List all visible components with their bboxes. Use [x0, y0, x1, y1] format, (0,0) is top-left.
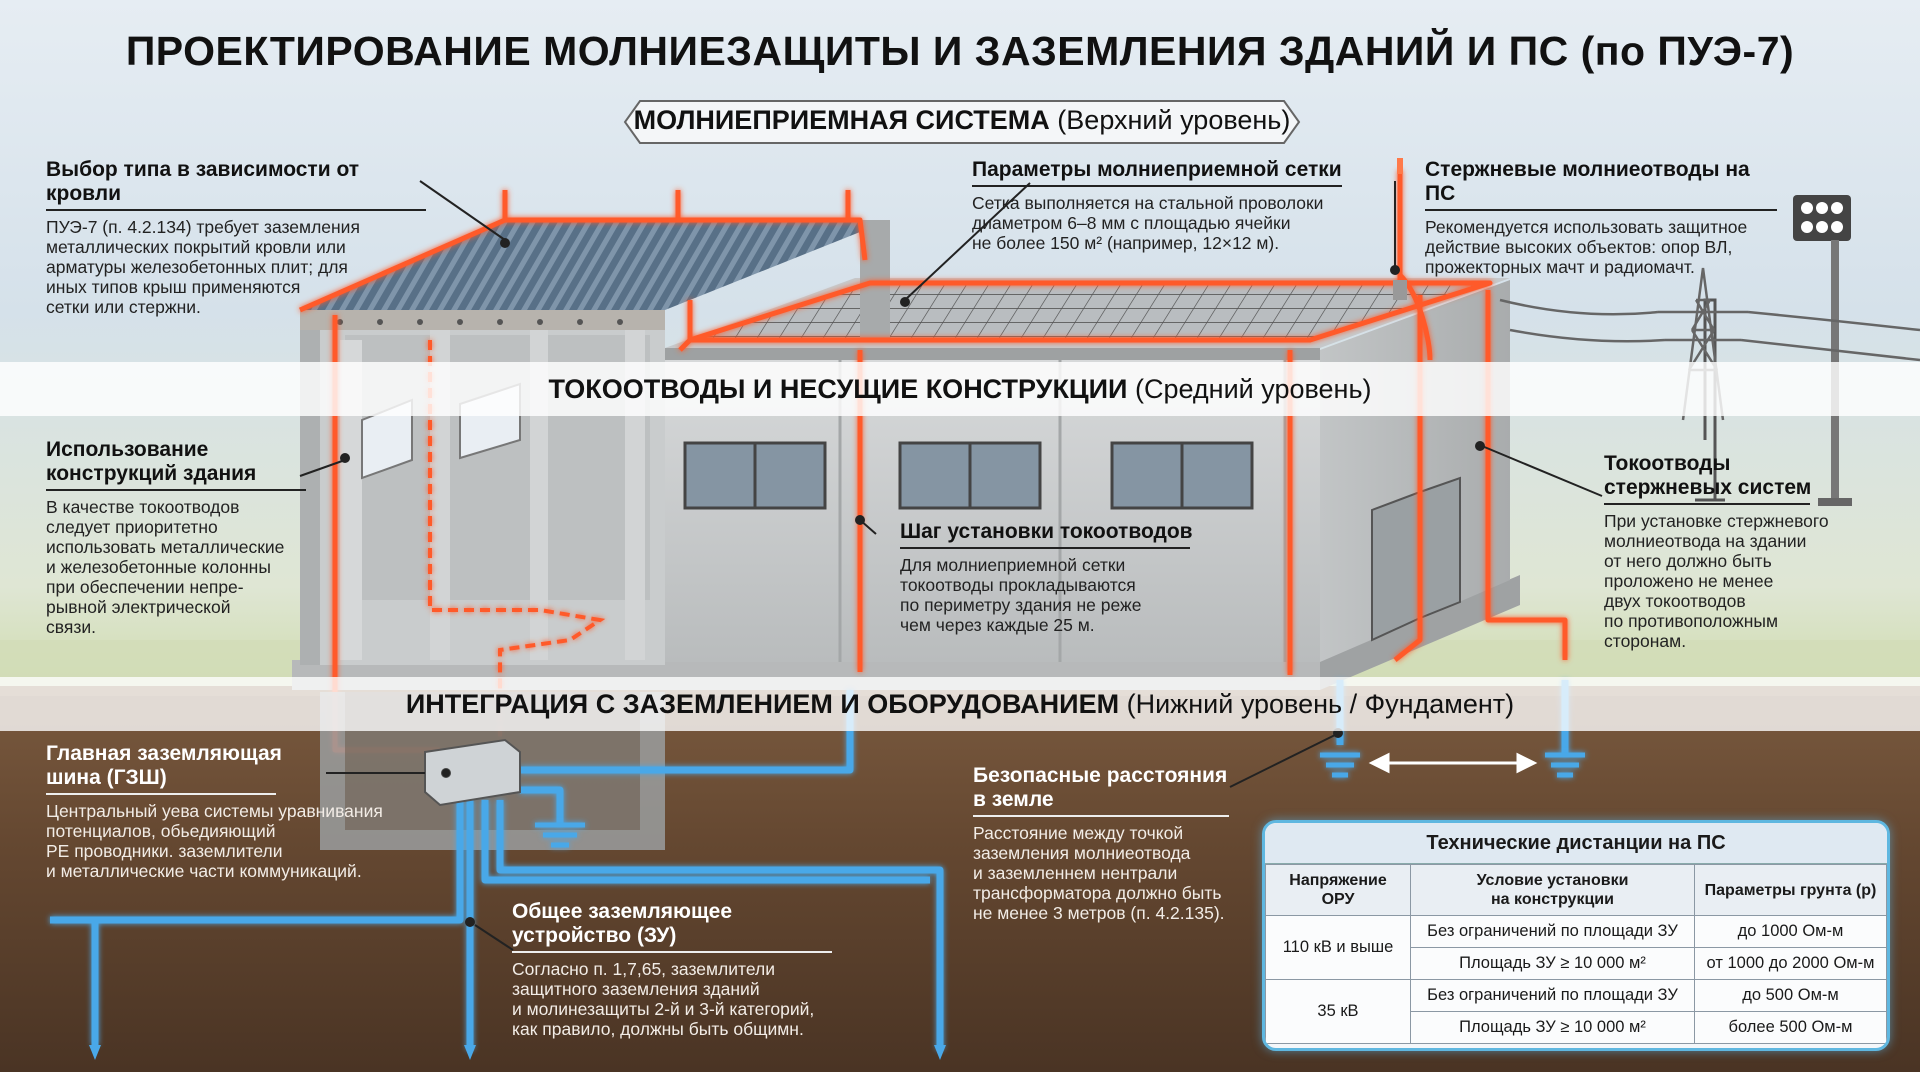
- bottom-level-banner: ИНТЕГРАЦИЯ С ЗАЗЕМЛЕНИЕМ И ОБОРУДОВАНИЕМ…: [0, 689, 1920, 720]
- col-header-soil: Параметры грунта (р): [1694, 864, 1887, 916]
- cell-voltage: 110 кВ и выше: [1265, 915, 1411, 980]
- col-header-voltage: Напряжение ОРУ: [1265, 864, 1411, 916]
- callout-structures: Использование конструкций здания В качес…: [46, 438, 316, 637]
- callout-roof-type: Выбор типа в зависимости от кровли ПУЭ-7…: [46, 158, 426, 317]
- page-title: ПРОЕКТИРОВАНИЕ МОЛНИЕЗАЩИТЫ И ЗАЗЕМЛЕНИЯ…: [125, 28, 1795, 74]
- callout-common-zu: Общее заземляющее устройство (ЗУ) Соглас…: [512, 900, 842, 1039]
- callout-underline: [972, 185, 1342, 187]
- callout-text: В качестве токоотводов следует приоритет…: [46, 497, 285, 637]
- top-level-name: МОЛНИЕПРИЕМНАЯ СИСТЕМА: [633, 105, 1050, 135]
- table-grid: Напряжение ОРУ Условие установки на конс…: [1265, 864, 1887, 1044]
- callout-rod-downconductors: Токоотводы стержневых систем При установ…: [1604, 452, 1854, 651]
- table-header-row: Напряжение ОРУ Условие установки на конс…: [1265, 864, 1887, 916]
- callout-text: Сетка выполняется на стальной проволоки …: [972, 193, 1324, 253]
- callout-underline: [1604, 503, 1810, 505]
- col-header-condition: Условие установки на конструкции: [1410, 864, 1695, 916]
- top-level-banner: МОЛНИЕПРИЕМНАЯ СИСТЕМА (Верхний уровень): [622, 105, 1302, 136]
- callout-header: Параметры молниеприемной сетки: [972, 158, 1342, 181]
- callout-underline: [900, 547, 1190, 549]
- middle-level-sub: (Средний уровень): [1134, 374, 1372, 404]
- top-level-banner-frame: [623, 100, 1301, 144]
- table-row: Площадь ЗУ ≥ 10 000 м² более 500 Ом-м: [1266, 1011, 1887, 1044]
- middle-level-name: ТОКООТВОДЫ И НЕСУЩИЕ КОНСТРУКЦИИ: [548, 374, 1128, 404]
- callout-underline: [973, 815, 1229, 817]
- cell-condition: Без ограничений по площади ЗУ: [1410, 979, 1695, 1012]
- cell-soil: до 500 Ом-м: [1694, 979, 1887, 1012]
- callout-mesh-params: Параметры молниеприемной сетки Сетка вып…: [972, 158, 1352, 253]
- callout-header: Шаг установки токоотводов: [900, 520, 1193, 543]
- middle-level-band: [0, 362, 1920, 416]
- callout-underline: [46, 209, 426, 211]
- callout-underline: [46, 793, 276, 795]
- callout-header: Использование конструкций здания: [46, 438, 257, 485]
- callout-spacing: Шаг установки токоотводов Для молниеприе…: [900, 520, 1200, 635]
- cell-soil: более 500 Ом-м: [1694, 1011, 1887, 1044]
- table-title: Технические дистанции на ПС: [1265, 823, 1887, 864]
- bottom-level-sub: (Нижний уровень / Фундамент): [1126, 689, 1515, 719]
- callout-header: Стержневые молниеотводы на ПС: [1425, 158, 1750, 205]
- callout-underline: [1425, 209, 1777, 211]
- table-row: Площадь ЗУ ≥ 10 000 м² от 1000 до 2000 О…: [1266, 947, 1887, 980]
- callout-underline: [46, 489, 306, 491]
- callout-safe-distance: Безопасные расстояния в земле Расстояние…: [973, 764, 1273, 923]
- callout-text: Центральный уева системы уравнивания пот…: [46, 801, 383, 881]
- callout-header: Безопасные расстояния в земле: [973, 764, 1228, 811]
- callout-text: При установке стержневого молниеотвода н…: [1604, 511, 1829, 651]
- table-row: 110 кВ и выше Без ограничений по площади…: [1265, 915, 1887, 980]
- callout-rod-ps: Стержневые молниеотводы на ПС Рекомендуе…: [1425, 158, 1785, 277]
- callout-header: Выбор типа в зависимости от кровли: [46, 158, 360, 205]
- callout-header: Общее заземляющее устройство (ЗУ): [512, 900, 733, 947]
- callout-gzsh: Главная заземляющая шина (ГЗШ) Центральн…: [46, 742, 426, 881]
- bottom-level-name: ИНТЕГРАЦИЯ С ЗАЗЕМЛЕНИЕМ И ОБОРУДОВАНИЕМ: [405, 689, 1120, 719]
- cell-soil: от 1000 до 2000 Ом-м: [1694, 947, 1887, 980]
- cell-condition: Площадь ЗУ ≥ 10 000 м²: [1410, 947, 1695, 980]
- middle-level-banner: ТОКООТВОДЫ И НЕСУЩИЕ КОНСТРУКЦИИ (Средни…: [0, 374, 1920, 405]
- cell-soil: до 1000 Ом-м: [1694, 915, 1887, 948]
- tech-distances-table: Технические дистанции на ПС Напряжение О…: [1262, 820, 1890, 1051]
- table-row: 35 кВ Без ограничений по площади ЗУ до 5…: [1265, 979, 1887, 1044]
- callout-underline: [512, 951, 832, 953]
- callout-text: Согласно п. 1,7,65, заземлители защитног…: [512, 959, 815, 1039]
- cell-voltage: 35 кВ: [1265, 979, 1411, 1044]
- cell-condition: Без ограничений по площади ЗУ: [1410, 915, 1695, 948]
- bottom-level-band: [0, 677, 1920, 731]
- callout-text: Рекомендуется использовать защитное дейс…: [1425, 217, 1748, 277]
- callout-text: Расстояние между точкой заземления молни…: [973, 823, 1225, 923]
- callout-text: Для молниеприемной сетки токоотводы прок…: [900, 555, 1142, 635]
- cell-condition: Площадь ЗУ ≥ 10 000 м²: [1410, 1011, 1695, 1044]
- top-level-sub: (Верхний уровень): [1057, 105, 1291, 135]
- callout-text: ПУЭ-7 (п. 4.2.134) требует заземления ме…: [46, 217, 360, 317]
- callout-header: Главная заземляющая шина (ГЗШ): [46, 742, 282, 789]
- callout-header: Токоотводы стержневых систем: [1604, 452, 1812, 499]
